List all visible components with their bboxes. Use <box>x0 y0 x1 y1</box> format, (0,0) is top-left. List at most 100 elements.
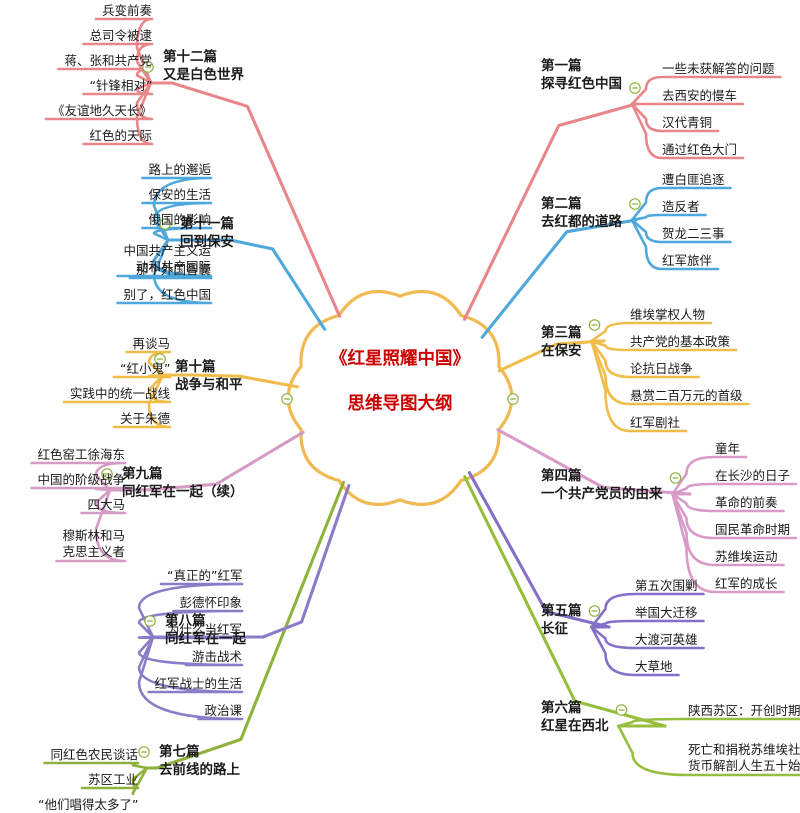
leaf-node-b1-1[interactable]: 去西安的慢车 <box>662 88 737 104</box>
node-text-line: 一个共产党员的由来 <box>541 486 663 504</box>
leaf-node-b8-3[interactable]: 游击战术 <box>192 649 242 665</box>
node-text-line: 长征 <box>541 621 582 639</box>
node-text-line: “针锋相对” <box>90 78 153 94</box>
collapse-minus-icon[interactable] <box>145 616 155 626</box>
leaf-node-b11-5[interactable]: 别了，红色中国 <box>124 287 212 303</box>
leaf-node-b5-3[interactable]: 大草地 <box>635 659 673 675</box>
branch-title-b9[interactable]: 第九篇同红军在一起（续） <box>122 466 244 502</box>
leaf-node-b2-0[interactable]: 遭白匪追逐 <box>662 172 725 188</box>
leaf-node-b3-1[interactable]: 共产党的基本政策 <box>630 334 730 350</box>
leaf-node-b12-5[interactable]: 红色的天际 <box>90 128 153 144</box>
collapse-minus-icon[interactable] <box>589 320 599 330</box>
leaf-node-b1-2[interactable]: 汉代青铜 <box>662 115 712 131</box>
leaf-node-b3-0[interactable]: 维埃掌权人物 <box>630 307 705 323</box>
leaf-node-b7-2[interactable]: “他们唱得太多了” <box>38 797 138 813</box>
node-text-line: 遭白匪追逐 <box>662 172 725 188</box>
leaf-node-b12-3[interactable]: “针锋相对” <box>90 78 153 94</box>
leaf-node-b8-2[interactable]: 为什么当红军 <box>167 622 242 638</box>
leaf-node-b10-0[interactable]: 再谈马 <box>133 336 171 352</box>
node-text-line: 汉代青铜 <box>662 115 712 131</box>
node-text-line: 路上的邂逅 <box>149 162 212 178</box>
leaf-node-b4-4[interactable]: 苏维埃运动 <box>715 549 778 565</box>
node-text-line: 游击战术 <box>192 649 242 665</box>
branch-title-b5[interactable]: 第五篇长征 <box>541 603 582 639</box>
leaf-node-b8-0[interactable]: “真正的”红军 <box>167 568 242 584</box>
leaf-node-b2-2[interactable]: 贺龙二三事 <box>662 226 725 242</box>
node-text-line: 兵变前奏 <box>102 3 152 19</box>
branch-title-b7[interactable]: 第七篇去前线的路上 <box>159 744 240 780</box>
branch-title-b1[interactable]: 第一篇探寻红色中国 <box>541 58 622 94</box>
leaf-node-b12-2[interactable]: 蒋、张和共产党 <box>65 53 153 69</box>
leaf-node-b7-1[interactable]: 苏区工业 <box>88 772 138 788</box>
collapse-minus-icon[interactable] <box>630 199 640 209</box>
leaf-node-b11-1[interactable]: 保安的生活 <box>149 187 212 203</box>
node-text-line: 第六篇 <box>541 700 609 718</box>
leaf-node-b2-1[interactable]: 造反者 <box>662 199 700 215</box>
leaf-node-b3-4[interactable]: 红军剧社 <box>630 415 680 431</box>
leaf-node-b4-2[interactable]: 革命的前奏 <box>715 495 778 511</box>
branch-title-b4[interactable]: 第四篇一个共产党员的由来 <box>541 468 663 504</box>
node-text-line: 第四篇 <box>541 468 663 486</box>
node-text-line: 举国大迁移 <box>635 605 698 621</box>
leaf-node-b9-3[interactable]: 穆斯林和马克思主义者 <box>63 528 126 560</box>
leaf-node-b6-1[interactable]: 死亡和捐税苏维埃社会货币解剖人生五十始！ <box>688 742 800 774</box>
branch-connector <box>45 763 148 768</box>
branch-title-b2[interactable]: 第二篇去红都的道路 <box>541 196 622 232</box>
node-text-line: 政治课 <box>205 703 243 719</box>
node-text-line: 红色窑工徐海东 <box>38 447 126 463</box>
leaf-node-b10-1[interactable]: “红小鬼” <box>120 361 170 377</box>
leaf-node-b6-0[interactable]: 陕西苏区：开创时期 <box>688 703 800 719</box>
node-text-line: 童年 <box>715 441 740 457</box>
node-text-line: 红军剧社 <box>630 415 680 431</box>
collapse-minus-icon[interactable] <box>139 747 149 757</box>
leaf-node-b4-0[interactable]: 童年 <box>715 441 740 457</box>
node-text-line: 第三篇 <box>541 325 582 343</box>
leaf-node-b9-1[interactable]: 中国的阶级战争 <box>38 472 126 488</box>
leaf-node-b2-3[interactable]: 红军旅伴 <box>662 253 712 269</box>
node-text-line: 第一篇 <box>541 58 622 76</box>
center-node[interactable]: 《红星照耀中国》 思维导图大纲 <box>285 350 515 415</box>
leaf-node-b3-2[interactable]: 论抗日战争 <box>630 361 693 377</box>
leaf-node-b4-5[interactable]: 红军的成长 <box>715 576 778 592</box>
node-text-line: 中国的阶级战争 <box>38 472 126 488</box>
leaf-node-b12-1[interactable]: 总司令被逮 <box>90 28 153 44</box>
leaf-node-b11-4[interactable]: 那个外国智囊 <box>136 262 211 278</box>
leaf-node-b11-0[interactable]: 路上的邂逅 <box>149 162 212 178</box>
node-text-line: 同红军在一起（续） <box>122 484 244 502</box>
leaf-node-b1-0[interactable]: 一些未获解答的问题 <box>662 61 775 77</box>
branch-title-b12[interactable]: 第十二篇又是白色世界 <box>163 49 244 85</box>
leaf-node-b5-2[interactable]: 大渡河英雄 <box>635 632 698 648</box>
leaf-node-b8-4[interactable]: 红军战士的生活 <box>155 676 243 692</box>
leaf-node-b8-5[interactable]: 政治课 <box>205 703 243 719</box>
node-text-line: “红小鬼” <box>120 361 170 377</box>
leaf-node-b7-0[interactable]: 同红色农民谈话 <box>51 747 139 763</box>
node-text-line: 战争与和平 <box>175 377 243 395</box>
collapse-minus-icon[interactable] <box>616 705 626 715</box>
leaf-node-b9-0[interactable]: 红色窑工徐海东 <box>38 447 126 463</box>
branch-title-b3[interactable]: 第三篇在保安 <box>541 325 582 361</box>
leaf-node-b12-0[interactable]: 兵变前奏 <box>102 3 152 19</box>
branch-title-b6[interactable]: 第六篇红星在西北 <box>541 700 609 736</box>
node-text-line: 为什么当红军 <box>167 622 242 638</box>
leaf-node-b1-3[interactable]: 通过红色大门 <box>662 142 737 158</box>
collapse-minus-icon[interactable] <box>670 473 680 483</box>
leaf-node-b12-4[interactable]: 《友谊地久天长》 <box>52 103 152 119</box>
node-text-line: 红军旅伴 <box>662 253 712 269</box>
collapse-minus-icon[interactable] <box>589 606 599 616</box>
node-text-line: 第二篇 <box>541 196 622 214</box>
leaf-node-b5-0[interactable]: 第五次围剿 <box>635 578 698 594</box>
branch-title-b10[interactable]: 第十篇战争与和平 <box>175 359 243 395</box>
leaf-node-b10-3[interactable]: 关于朱德 <box>120 411 170 427</box>
leaf-node-b4-3[interactable]: 国民革命时期 <box>715 522 790 538</box>
node-text-line: 红色的天际 <box>90 128 153 144</box>
leaf-node-b5-1[interactable]: 举国大迁移 <box>635 605 698 621</box>
leaf-node-b9-2[interactable]: 四大马 <box>88 497 126 513</box>
leaf-node-b4-1[interactable]: 在长沙的日子 <box>715 468 790 484</box>
leaf-node-b11-2[interactable]: 俄国的影响 <box>149 212 212 228</box>
node-text-line: 国民革命时期 <box>715 522 790 538</box>
leaf-node-b3-3[interactable]: 悬赏二百万元的首级 <box>630 388 743 404</box>
leaf-node-b10-2[interactable]: 实践中的统一战线 <box>70 386 170 402</box>
collapse-minus-icon[interactable] <box>630 83 640 93</box>
node-text-line: 第十篇 <box>175 359 243 377</box>
leaf-node-b8-1[interactable]: 彭德怀印象 <box>180 595 243 611</box>
